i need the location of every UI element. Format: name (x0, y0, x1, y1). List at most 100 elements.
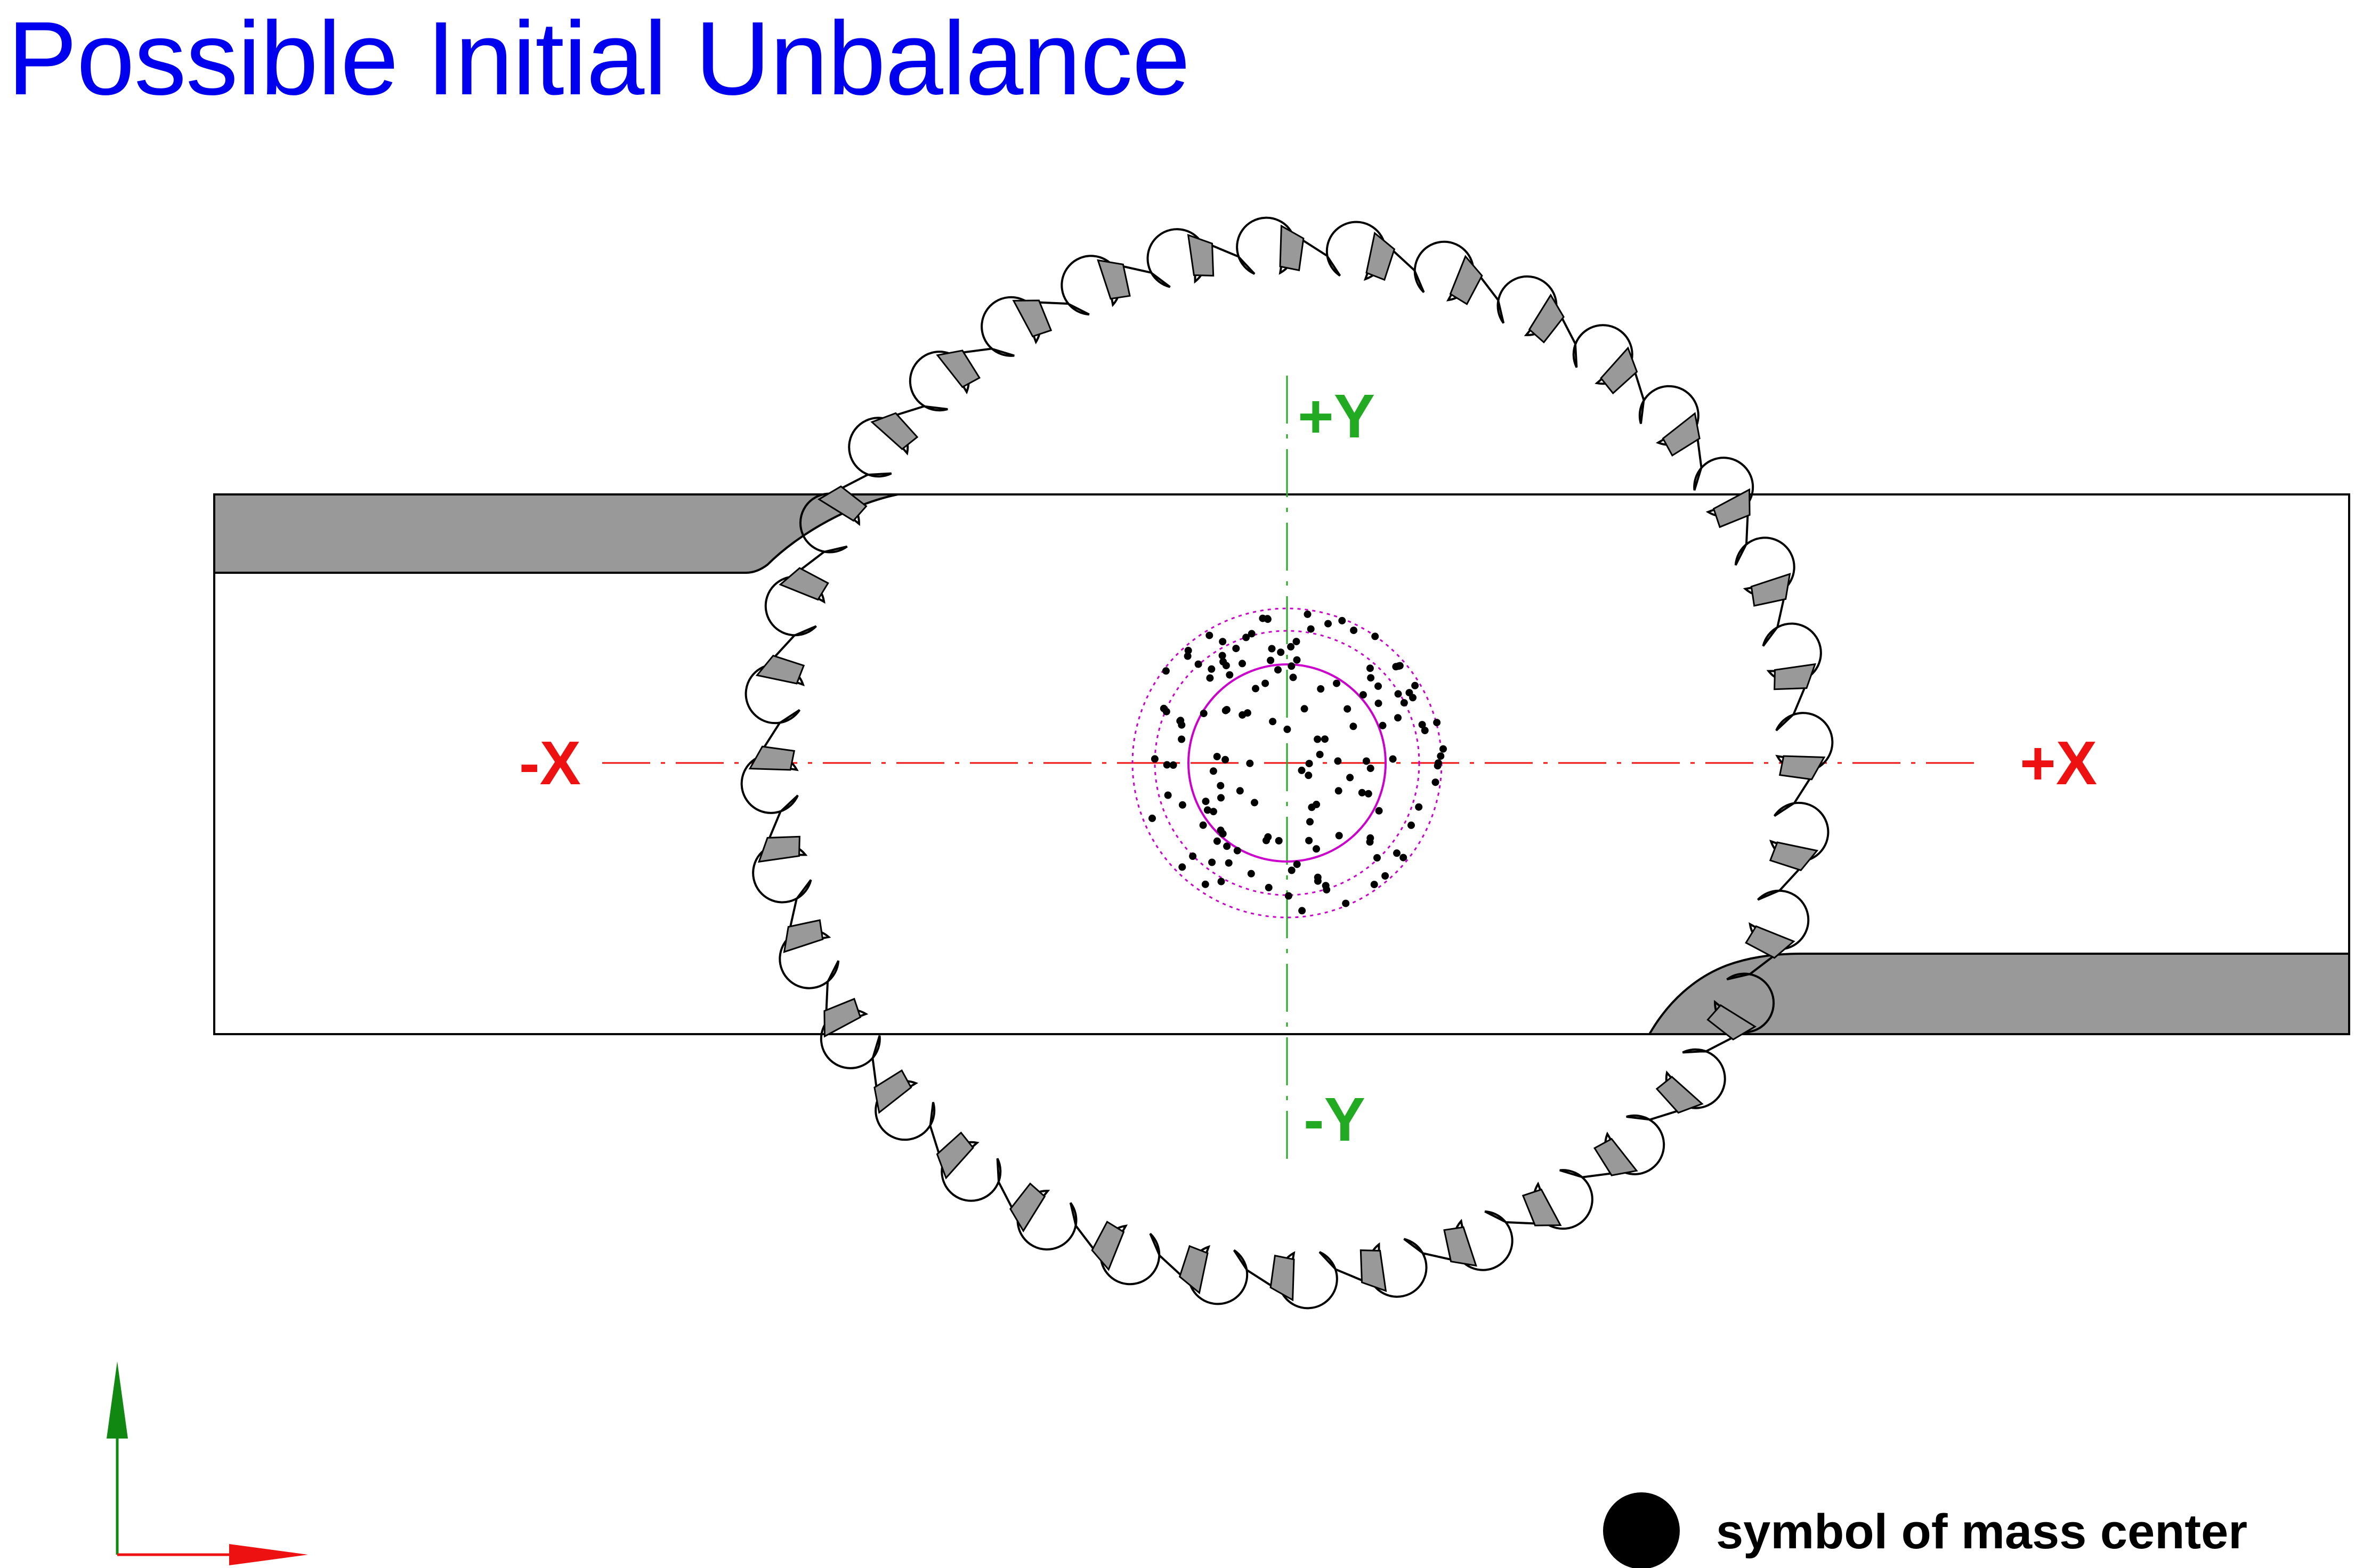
mass-center-dot (1202, 798, 1210, 806)
plus-y-label: +Y (1298, 381, 1375, 451)
mass-center-dot (1350, 627, 1358, 635)
mass-center-dot (1236, 787, 1244, 795)
mass-center-dot (1205, 631, 1213, 639)
mass-center-dot (1392, 663, 1400, 671)
carbide-tooth-tip (748, 745, 796, 771)
mass-center-dot (1342, 899, 1350, 907)
mass-center-dot (1431, 778, 1439, 786)
mass-center-dot (1317, 685, 1325, 693)
carbide-tooth-tip (1655, 1076, 1704, 1114)
mass-center-dot (1322, 882, 1330, 890)
mass-center-dot (1239, 660, 1246, 668)
mass-center-dot (1394, 714, 1402, 722)
mass-center-dot (1349, 722, 1357, 730)
mass-center-dot (1189, 852, 1197, 860)
mass-center-dot (1162, 667, 1170, 675)
mass-center-dot (1316, 751, 1324, 759)
mass-center-dot (1199, 821, 1207, 829)
mass-center-dot (1208, 858, 1216, 866)
carbide-tooth-tip (1712, 488, 1751, 529)
mass-center-dot (1287, 643, 1295, 651)
mass-center-dot (1306, 818, 1314, 826)
mass-center-dot (1304, 610, 1312, 618)
mass-center-dot (1252, 685, 1259, 693)
carbide-tooth-tip (1662, 412, 1701, 457)
carbide-tooth-tip (1778, 755, 1826, 781)
carbide-tooth-tip (1097, 259, 1131, 300)
mass-center-dot (1400, 699, 1408, 707)
mass-center-dot (1437, 752, 1445, 760)
mass-center-dot (1178, 721, 1186, 729)
carbide-tooth-tip (1706, 1004, 1757, 1041)
mass-center-dot (1264, 615, 1272, 623)
mass-center-dot (1334, 757, 1342, 765)
carbide-tooth-tip (870, 412, 919, 450)
mass-center-scatter (1148, 610, 1447, 915)
mass-center-dot (1338, 616, 1346, 624)
mass-center-dot (1298, 907, 1306, 915)
mass-center-dot (1288, 866, 1296, 874)
carbide-tooth-tip (779, 567, 829, 601)
mass-center-dot (1293, 656, 1301, 664)
mass-center-dot (1194, 660, 1202, 668)
mass-center-dot (1223, 842, 1231, 850)
mass-center-dot (1219, 638, 1227, 646)
mass-center-dot (1288, 662, 1296, 670)
mass-center-dot (1247, 870, 1255, 878)
mass-center-dot (1277, 648, 1285, 656)
mass-center-dot (1374, 700, 1382, 708)
mass-center-dot (1164, 791, 1172, 799)
mass-center-dot (1206, 674, 1214, 682)
mass-center-dot (1371, 632, 1379, 640)
mass-center-dot (1333, 679, 1340, 687)
mass-center-dot (1209, 767, 1217, 775)
minus-y-label: -Y (1304, 1085, 1365, 1154)
workpiece-outline (213, 493, 2350, 1035)
saw-blade (740, 216, 1834, 1310)
mass-center-dot (1366, 664, 1374, 672)
cut-kerf-left (213, 493, 899, 574)
mass-center-dot (1248, 630, 1256, 638)
cut-kerf-right (1647, 953, 2350, 1035)
mass-center-dot (1169, 761, 1177, 769)
carbide-tooth-tip (1774, 663, 1817, 690)
mass-center-dot (1362, 757, 1370, 765)
mass-center-dot (1148, 814, 1156, 822)
carbide-tooth-tip (1091, 1221, 1125, 1271)
mass-center-dot (1313, 845, 1320, 853)
mass-center-dot (1367, 674, 1375, 682)
mass-center-dot (1213, 753, 1221, 760)
mass-center-dot (1298, 766, 1306, 774)
mass-center-dot (1305, 836, 1313, 844)
mass-center-dot (1292, 638, 1300, 646)
carbide-tooth-tip (1449, 255, 1483, 305)
carbide-tooth-tip (1443, 1226, 1477, 1267)
page-title: Possible Initial Unbalance (7, 0, 1190, 117)
mass-center-dot (1307, 625, 1315, 633)
mass-center-dot (1184, 652, 1192, 660)
mass-center-dot (1308, 803, 1316, 811)
mass-center-dot (1242, 633, 1250, 641)
mass-center-dot (1284, 892, 1292, 900)
mass-center-dot (1200, 710, 1208, 717)
mass-center-dot (1305, 771, 1313, 779)
carbide-tooth-tip (1528, 293, 1565, 344)
mass-center-dot (1359, 691, 1367, 699)
mass-center-dot (1314, 735, 1322, 743)
minus-x-label: -X (519, 728, 581, 798)
carbide-tooth-tip (1009, 1182, 1046, 1233)
mass-center-dot (1267, 656, 1275, 664)
mass-center-dot (1321, 735, 1329, 743)
mass-center-dot (1269, 718, 1277, 726)
mass-center-dot (1411, 681, 1419, 689)
carbide-tooth-tip (936, 350, 981, 388)
mass-center-dot (1381, 872, 1389, 880)
mass-center-dot (1178, 735, 1186, 743)
mass-center-dot (1208, 665, 1216, 673)
mass-center-dot (1358, 789, 1366, 797)
mass-center-dot (1160, 704, 1168, 712)
mass-center-dot (1394, 690, 1402, 698)
mass-center-dot (1433, 719, 1441, 727)
mass-center-dot (1373, 854, 1381, 862)
